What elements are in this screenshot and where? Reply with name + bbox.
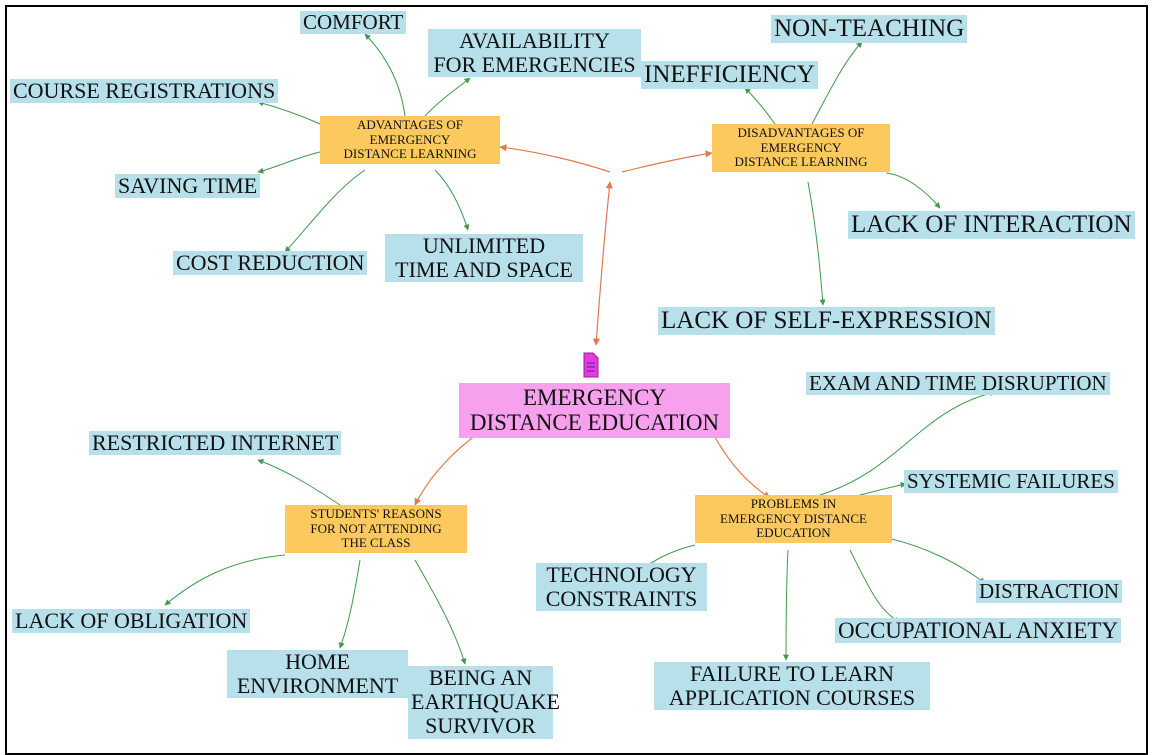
leaf-comfort[interactable]: COMFORT: [300, 10, 407, 35]
leaf-inefficiency[interactable]: INEFFICIENCY: [641, 61, 818, 89]
link-root-problems: [711, 431, 771, 499]
category-students[interactable]: STUDENTS' REASONS FOR NOT ATTENDING THE …: [285, 505, 467, 553]
link-lack-self-expression: [807, 181, 826, 306]
link-inefficiency: [744, 87, 776, 125]
leaf-restricted-internet[interactable]: RESTRICTED INTERNET: [89, 430, 342, 456]
leaf-lack-obligation[interactable]: LACK OF OBLIGATION: [12, 608, 251, 634]
category-problems[interactable]: PROBLEMS IN EMERGENCY DISTANCE EDUCATION: [695, 495, 892, 543]
leaf-saving-time[interactable]: SAVING TIME: [115, 173, 261, 199]
link-home-environment: [338, 559, 361, 649]
leaf-systemic-failures[interactable]: SYSTEMIC FAILURES: [904, 469, 1118, 494]
link-comfort: [364, 33, 406, 117]
leaf-non-teaching[interactable]: NON-TEACHING: [771, 15, 968, 43]
link-hub-disadvantages: [621, 150, 713, 173]
leaf-lack-interaction[interactable]: LACK OF INTERACTION: [848, 211, 1135, 239]
link-exam-time: [819, 390, 996, 496]
link-occupational-anxiety: [849, 549, 901, 623]
leaf-course-registrations[interactable]: COURSE REGISTRATIONS: [10, 78, 279, 104]
link-saving-time: [257, 151, 321, 174]
category-disadvantages[interactable]: DISADVANTAGES OF EMERGENCY DISTANCE LEAR…: [712, 124, 890, 172]
leaf-technology-constraints[interactable]: TECHNOLOGY CONSTRAINTS: [536, 562, 707, 612]
leaf-cost-reduction[interactable]: COST REDUCTION: [173, 250, 368, 276]
link-availability: [424, 77, 471, 117]
link-root-hub: [592, 181, 613, 346]
leaf-availability[interactable]: AVAILABILITY FOR EMERGENCIES: [428, 28, 641, 78]
link-cost-reduction: [284, 169, 366, 253]
link-non-teaching: [811, 41, 863, 125]
document-icon: [583, 352, 599, 378]
leaf-lack-self-expression[interactable]: LACK OF SELF-EXPRESSION: [658, 307, 995, 335]
link-restricted-internet: [257, 459, 341, 506]
link-unlimited: [434, 169, 470, 231]
leaf-home-environment[interactable]: HOME ENVIRONMENT: [227, 649, 408, 699]
leaf-exam-time[interactable]: EXAM AND TIME DISRUPTION: [806, 371, 1110, 396]
leaf-occupational-anxiety[interactable]: OCCUPATIONAL ANXIETY: [835, 618, 1122, 644]
link-systemic-failures: [859, 482, 907, 496]
leaf-failure-learn[interactable]: FAILURE TO LEARN APPLICATION COURSES: [654, 661, 930, 711]
link-hub-advantages: [499, 144, 611, 173]
link-distraction: [887, 537, 986, 584]
leaf-unlimited[interactable]: UNLIMITED TIME AND SPACE: [385, 233, 583, 283]
link-lack-obligation: [164, 554, 286, 606]
link-lack-interaction: [885, 172, 941, 209]
link-root-students: [414, 431, 481, 506]
link-course-registrations: [257, 100, 321, 125]
root-node[interactable]: EMERGENCY DISTANCE EDUCATION: [459, 383, 730, 438]
leaf-earthquake[interactable]: BEING AN EARTHQUAKE SURVIVOR: [408, 665, 560, 739]
leaf-distraction[interactable]: DISTRACTION: [976, 579, 1122, 604]
link-failure-learn: [783, 549, 790, 661]
category-advantages[interactable]: ADVANTAGES OF EMERGENCY DISTANCE LEARNIN…: [320, 116, 500, 164]
link-earthquake: [414, 559, 467, 665]
